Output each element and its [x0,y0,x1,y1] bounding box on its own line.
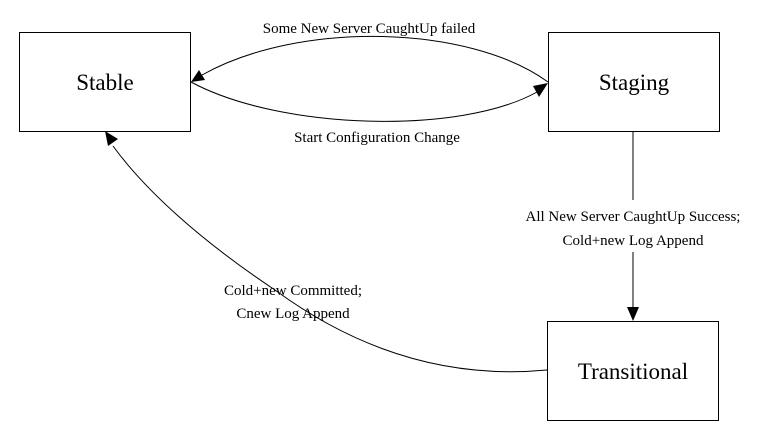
edge-transitional-to-stable-arrow [105,131,118,146]
edge-staging-to-transitional: All New Server CaughtUp Success; Cold+ne… [526,131,741,321]
edge-stable-to-staging-label: Start Configuration Change [294,130,460,146]
edge-stable-to-staging-arrow [533,83,548,97]
state-transitional-box [547,321,719,421]
edge-transitional-to-stable-label-line2: Cnew Log Append [236,306,350,322]
state-staging-label: Staging [599,70,670,95]
edge-transitional-to-stable-label-line1: Cold+new Committed; [224,283,362,299]
edge-stable-to-staging: Start Configuration Change [190,81,548,146]
state-staging: Staging [548,32,720,132]
state-transitional-label: Transitional [578,359,688,384]
edge-transitional-to-stable-line [112,145,548,373]
edge-staging-to-stable-arrow [191,70,205,82]
edge-staging-to-transitional-arrow [627,307,639,321]
edge-staging-to-transitional-label-line2: Cold+new Log Append [563,233,704,249]
state-stable: Stable [19,32,191,132]
state-transitional: Transitional [547,321,719,421]
edge-stable-to-staging-line [190,81,538,122]
edge-staging-to-transitional-label-line1: All New Server CaughtUp Success; [526,209,741,225]
edge-staging-to-stable-line [201,35,549,83]
state-stable-box [19,32,191,132]
state-staging-box [548,32,720,132]
edge-staging-to-stable: Some New Server CaughtUp failed [191,21,549,83]
edge-transitional-to-stable: Cold+new Committed; Cnew Log Append [105,131,548,373]
edge-staging-to-stable-label: Some New Server CaughtUp failed [263,21,476,37]
state-stable-label: Stable [76,70,134,95]
